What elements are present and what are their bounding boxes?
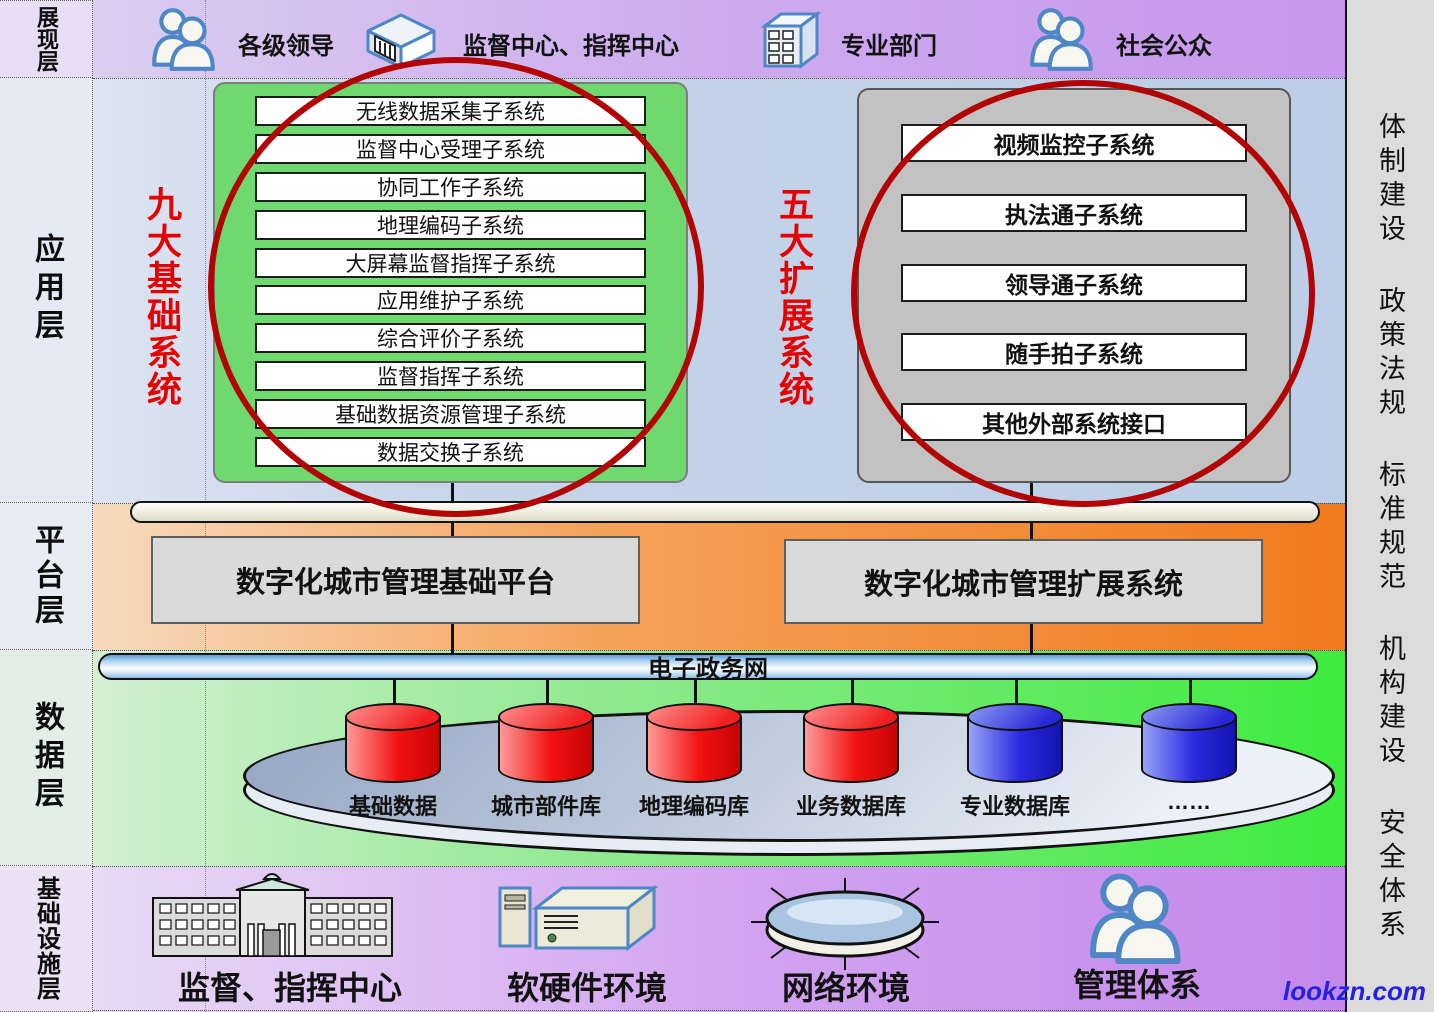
connector-line: [1030, 620, 1033, 660]
sidebar-item: 安全体系: [1375, 808, 1405, 944]
database-cylinder: 专业数据库: [960, 703, 1070, 823]
basic-systems-box: 无线数据采集子系统 监督中心受理子系统 协同工作子系统 地理编码子系统 大屏幕监…: [213, 82, 688, 483]
database-label: ……: [1167, 789, 1211, 814]
grid-dotted-line: [93, 650, 1345, 651]
watermark: lookzn.com: [1283, 976, 1427, 1006]
base-platform-box: 数字化城市管理基础平台: [151, 536, 640, 624]
sidebar-item: 标准规范: [1375, 460, 1405, 596]
database-cylinder: 城市部件库: [491, 703, 601, 823]
connector-line: [1189, 678, 1192, 718]
cylinder-top: [646, 703, 742, 731]
extension-systems-title: 五大扩展系统: [774, 186, 813, 408]
subsystem-box: 监督中心受理子系统: [255, 133, 646, 164]
connector-line: [393, 678, 396, 718]
subsystem-box: 其他外部系统接口: [901, 403, 1247, 441]
sidebar-item: 政策法规: [1375, 286, 1405, 422]
audience-label-centers: 监督中心、指挥中心: [463, 33, 679, 60]
cylinder-top: [345, 703, 441, 731]
subsystem-box: 基础数据资源管理子系统: [255, 399, 646, 429]
connector-line: [694, 678, 697, 718]
layer-label-cell-infrastructure: 基础设施层: [0, 866, 93, 1012]
audience-label-departments: 专业部门: [841, 33, 937, 60]
bank-icon: [362, 10, 440, 75]
government-building-icon: [150, 872, 395, 965]
layer-label-cell-platform: 平台层: [0, 503, 93, 650]
subsystem-box: 协同工作子系统: [255, 171, 646, 202]
infrastructure-label-center: 监督、指挥中心: [177, 970, 402, 1006]
extension-platform-box: 数字化城市管理扩展系统: [784, 539, 1263, 624]
extension-systems-box: 视频监控子系统 执法通子系统 领导通子系统 随手拍子系统 其他外部系统接口: [857, 88, 1291, 483]
database-label: 专业数据库: [959, 794, 1070, 819]
network-disk-icon: [745, 876, 945, 977]
subsystem-box: 应用维护子系统: [255, 285, 646, 316]
guarantee-sidebar: 体制建设 政策法规 标准规范 机构建设 安全体系: [1345, 0, 1434, 1012]
database-label: 基础数据: [348, 794, 437, 819]
audience-label-public: 社会公众: [1116, 33, 1212, 60]
infrastructure-layer-label: 基础设施层: [32, 876, 60, 1001]
connector-line: [451, 620, 454, 660]
basic-systems-title: 九大基础系统: [142, 186, 181, 408]
subsystem-box: 随手拍子系统: [901, 333, 1247, 372]
database-cylinder: 地理编码库: [639, 703, 749, 823]
subsystem-box: 地理编码子系统: [255, 209, 646, 240]
subsystem-box: 视频监控子系统: [901, 124, 1247, 162]
cylinder-top: [967, 703, 1063, 731]
database-cylinder: 基础数据: [345, 703, 441, 823]
grid-dotted-line: [93, 866, 1345, 867]
subsystem-box: 综合评价子系统: [255, 323, 646, 354]
egov-network-bar: 电子政务网: [98, 653, 1318, 683]
layer-label-cell-application: 应用层: [0, 78, 93, 503]
office-building-icon: [756, 8, 834, 75]
infrastructure-label-network: 网络环境: [781, 970, 910, 1006]
subsystem-box: 领导通子系统: [901, 263, 1247, 302]
users-icon: [148, 7, 220, 76]
presentation-layer-band: [0, 0, 1345, 78]
database-cylinder: ……: [1141, 703, 1237, 823]
subsystem-box: 执法通子系统: [901, 193, 1247, 232]
infrastructure-label-management: 管理体系: [1072, 967, 1201, 1003]
server-icon: [492, 876, 660, 967]
users-icon: [1026, 7, 1098, 76]
database-cylinder: 业务数据库: [796, 703, 906, 823]
platform-layer-label: 平台层: [30, 523, 63, 629]
application-layer-label: 应用层: [30, 233, 63, 347]
connector-line: [546, 678, 549, 718]
database-label: 城市部件库: [490, 794, 601, 819]
data-layer-label: 数据层: [30, 700, 63, 815]
subsystem-box: 数据交换子系统: [255, 436, 646, 467]
subsystem-box: 监督指挥子系统: [255, 361, 646, 392]
database-label: 地理编码库: [638, 794, 749, 819]
subsystem-box: 大屏幕监督指挥子系统: [255, 247, 646, 278]
audience-label-leaders: 各级领导: [238, 33, 334, 60]
layer-label-cell-presentation: 展现层: [0, 0, 93, 78]
infrastructure-label-hardware: 软硬件环境: [506, 970, 667, 1006]
cylinder-top: [803, 703, 899, 731]
database-label: 业务数据库: [795, 794, 906, 819]
cylinder-top: [498, 703, 594, 731]
grid-dotted-line: [93, 1010, 1345, 1011]
grid-dotted-line: [93, 78, 1345, 79]
cylinder-top: [1141, 703, 1237, 731]
connector-line: [1015, 678, 1018, 718]
connector-line: [851, 678, 854, 718]
sidebar-item: 体制建设: [1375, 112, 1405, 248]
subsystem-box: 无线数据采集子系统: [255, 96, 646, 126]
users-icon: [1066, 872, 1206, 969]
sidebar-item: 机构建设: [1375, 634, 1405, 770]
presentation-layer-label: 展现层: [34, 6, 59, 72]
layer-label-cell-data: 数据层: [0, 650, 93, 866]
platform-top-bar: [130, 501, 1320, 523]
